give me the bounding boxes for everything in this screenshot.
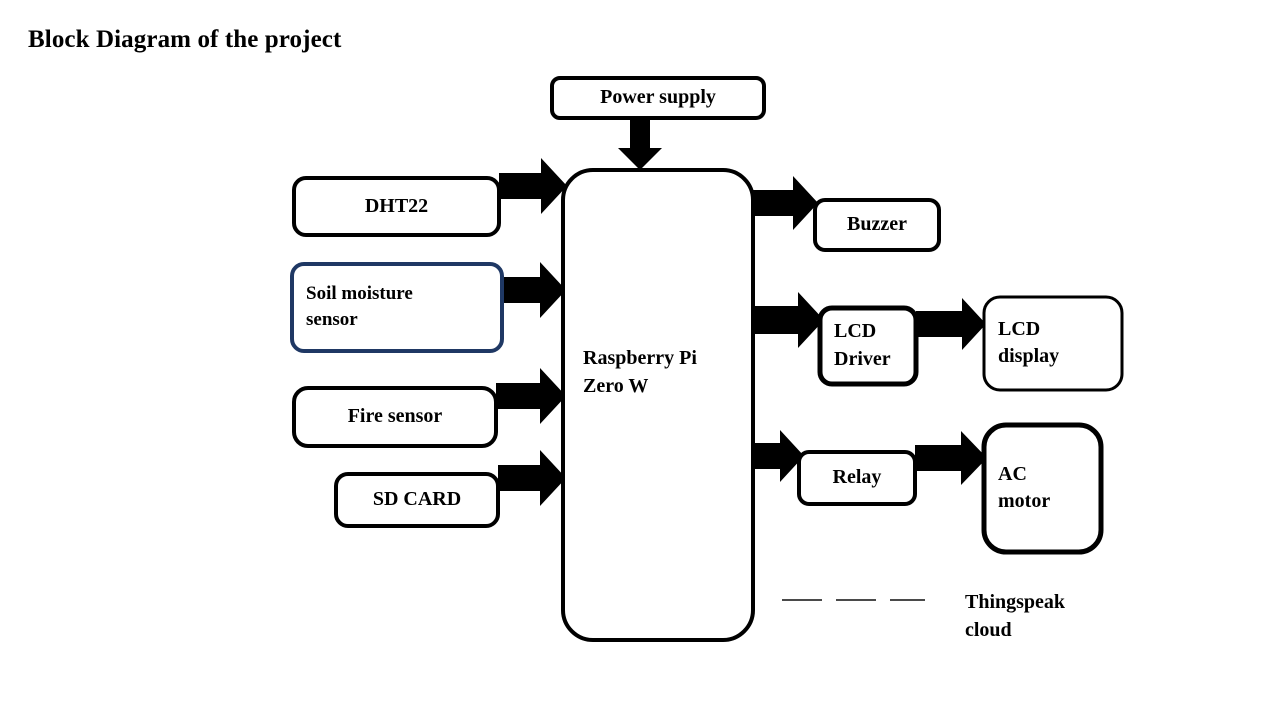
- node-buzzer[interactable]: [813, 198, 941, 252]
- node-lcd-display[interactable]: [982, 295, 1124, 392]
- arrow-soil-to-pi: [502, 262, 566, 318]
- node-lcd-driver[interactable]: [817, 305, 919, 387]
- arrow-pi-to-lcd-driver: [752, 292, 824, 348]
- arrow-lcd-driver-to-lcd-display: [916, 298, 986, 350]
- node-ac-motor[interactable]: [981, 422, 1104, 555]
- arrow-power-to-pi: [618, 118, 662, 170]
- arrow-pi-to-relay: [752, 430, 804, 482]
- node-dht22[interactable]: [292, 176, 501, 237]
- arrow-fire-to-pi: [496, 368, 566, 424]
- node-soil-moisture-sensor[interactable]: [290, 262, 504, 353]
- node-relay[interactable]: [797, 450, 917, 506]
- thingspeak-cloud-label: Thingspeak cloud: [965, 591, 1066, 642]
- arrow-sdcard-to-pi: [498, 450, 566, 506]
- node-sd-card[interactable]: [334, 472, 500, 528]
- node-power-supply[interactable]: [550, 76, 766, 120]
- node-shape-layer: [290, 76, 1124, 642]
- arrow-dht22-to-pi: [499, 158, 567, 214]
- page-title: Block Diagram of the project: [28, 26, 342, 53]
- arrow-relay-to-ac-motor: [915, 431, 987, 485]
- arrow-pi-to-buzzer: [752, 176, 818, 230]
- arrow-layer: [496, 118, 987, 506]
- node-fire-sensor[interactable]: [292, 386, 498, 448]
- node-raspberry-pi-zero-w[interactable]: [561, 168, 755, 642]
